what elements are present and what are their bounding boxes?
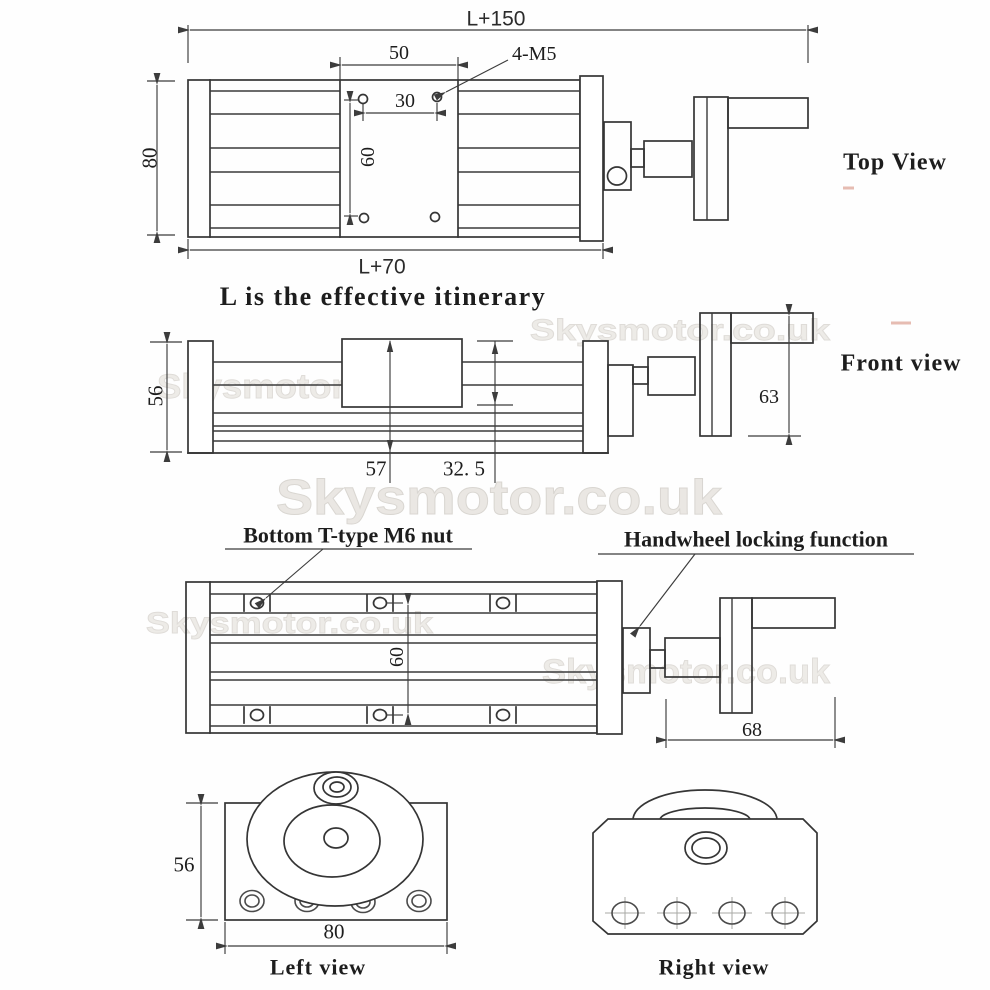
dim-left-height-56: 56 [174,794,218,929]
dim-label-68: 68 [742,719,762,741]
dim-total-height-57: 57 [366,340,394,483]
dim-left-width-80: 80 [216,919,456,954]
bearing-mount [607,364,634,437]
bolt-hole [712,897,752,929]
top-view: L+150 80 50 30 60 4-M5 [137,7,947,278]
handwheel-rim [699,312,732,437]
dim-label-60-bottom: 60 [386,647,408,667]
dim-label-l150: L+150 [467,7,526,30]
shaft-hub [643,140,693,178]
handwheel-hub [283,804,381,878]
mounting-hole [429,211,441,223]
top-view-label: Top View [843,149,947,175]
left-view-label: Left view [270,955,366,980]
handwheel-assembly-front [607,312,814,437]
t-nut [489,594,517,612]
slide-body-bottom [185,580,623,735]
dim-width-80: 80 [137,73,175,243]
shaft-boss [684,831,728,865]
watermark-layer: Skysmotor.co.uk Skysmotor.co.uk Skysmoto… [146,186,911,691]
t-nut-annotation-label: Bottom T-type M6 nut [243,523,453,548]
bottom-view: Bottom T-type M6 nut Handwheel locking f… [185,523,914,748]
slide-body-front [187,338,609,454]
dim-nut-pitch-60: 60 [386,593,412,725]
watermark-text: Skysmotor.co.uk [530,314,830,347]
dim-label-63: 63 [759,386,779,408]
dim-handwheel-68: 68 [656,697,845,748]
dim-hole-pitch-30: 30 [354,90,446,121]
shaft-hub [647,356,696,396]
dim-label-50: 50 [389,42,409,64]
handwheel-face [246,771,424,907]
end-plate [596,580,623,735]
annotation-handwheel-lock: Handwheel locking function [598,527,914,638]
right-view-label: Right view [659,955,770,980]
handwheel-assembly-bottom [622,597,836,714]
bolt-hole [657,897,697,929]
dim-label-80: 80 [137,148,161,169]
end-plate [579,75,604,242]
front-view-label: Front view [841,350,962,376]
dim-label-56: 56 [143,386,167,407]
mounting-hole [431,91,443,103]
thread-callout-label: 4-M5 [512,43,556,65]
lock-knob [606,166,628,186]
dim-label-32-5: 32. 5 [443,456,485,480]
handwheel-handle [727,97,809,129]
dim-label-left-56: 56 [174,852,195,876]
shaft-center [323,827,349,849]
t-nut [243,706,271,724]
mounting-hole [357,93,369,105]
handwheel-rim [693,96,729,221]
dim-label-30: 30 [395,90,415,112]
t-nut-slots [243,594,517,724]
dim-label-60-top: 60 [357,147,379,167]
callout-4m5: 4-M5 [433,43,556,101]
handwheel-lock-annotation-label: Handwheel locking function [624,527,888,552]
t-nut [489,706,517,724]
dim-handwheel-63: 63 [748,304,801,445]
end-block [582,340,609,454]
stroke-note: L is the effective itinerary [220,282,546,311]
shaft-coupling [632,366,649,385]
watermark-text: Skysmotor.co.uk [276,471,723,525]
annotation-t-nut: Bottom T-type M6 nut [225,523,472,609]
right-view: Right view [592,789,818,980]
dim-label-left-80: 80 [324,919,345,943]
front-view: 56 57 32. 5 63 Front view [143,304,962,483]
mounting-hole [358,212,370,224]
end-block [187,340,214,454]
bolt-holes [605,897,805,929]
dim-table-height-32-5: 32. 5 [443,340,513,483]
handwheel-handle [730,312,814,344]
carriage-block [341,338,463,408]
handwheel-rim [719,597,753,714]
body-outline [592,818,818,935]
shaft-coupling [630,148,645,168]
bolt-hole [605,897,645,929]
handwheel-handle [751,597,836,629]
dim-overall-length: L+150 [178,7,818,63]
t-nut [243,594,271,612]
dim-label-57: 57 [366,456,387,480]
dim-label-l70: L+70 [358,255,405,278]
handwheel-assembly-top [603,96,809,221]
dim-slider-50: 50 [330,42,468,79]
dim-hole-pitch-60: 60 [344,91,379,225]
slide-body-outline [187,75,604,242]
bolt-hole [765,897,805,929]
dim-body-length: L+70 [178,239,613,278]
left-view: 56 80 Left view [174,771,456,980]
dim-height-56: 56 [143,332,182,462]
rail-lines [210,90,580,229]
handwheel-edge-arcs [632,789,778,821]
